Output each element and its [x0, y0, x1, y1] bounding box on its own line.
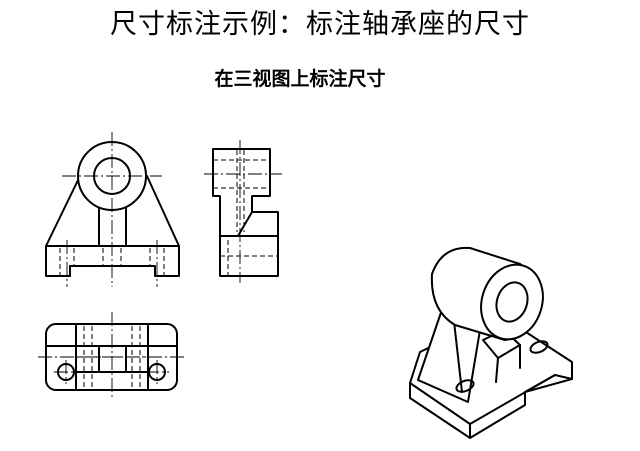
page-subtitle: 在三视图上标注尺寸	[214, 68, 386, 90]
page-title: 尺寸标注示例：标注轴承座的尺寸	[110, 9, 530, 40]
top-view	[38, 312, 186, 398]
side-view	[204, 140, 282, 283]
front-view	[45, 132, 180, 287]
isometric-view	[409, 246, 573, 439]
